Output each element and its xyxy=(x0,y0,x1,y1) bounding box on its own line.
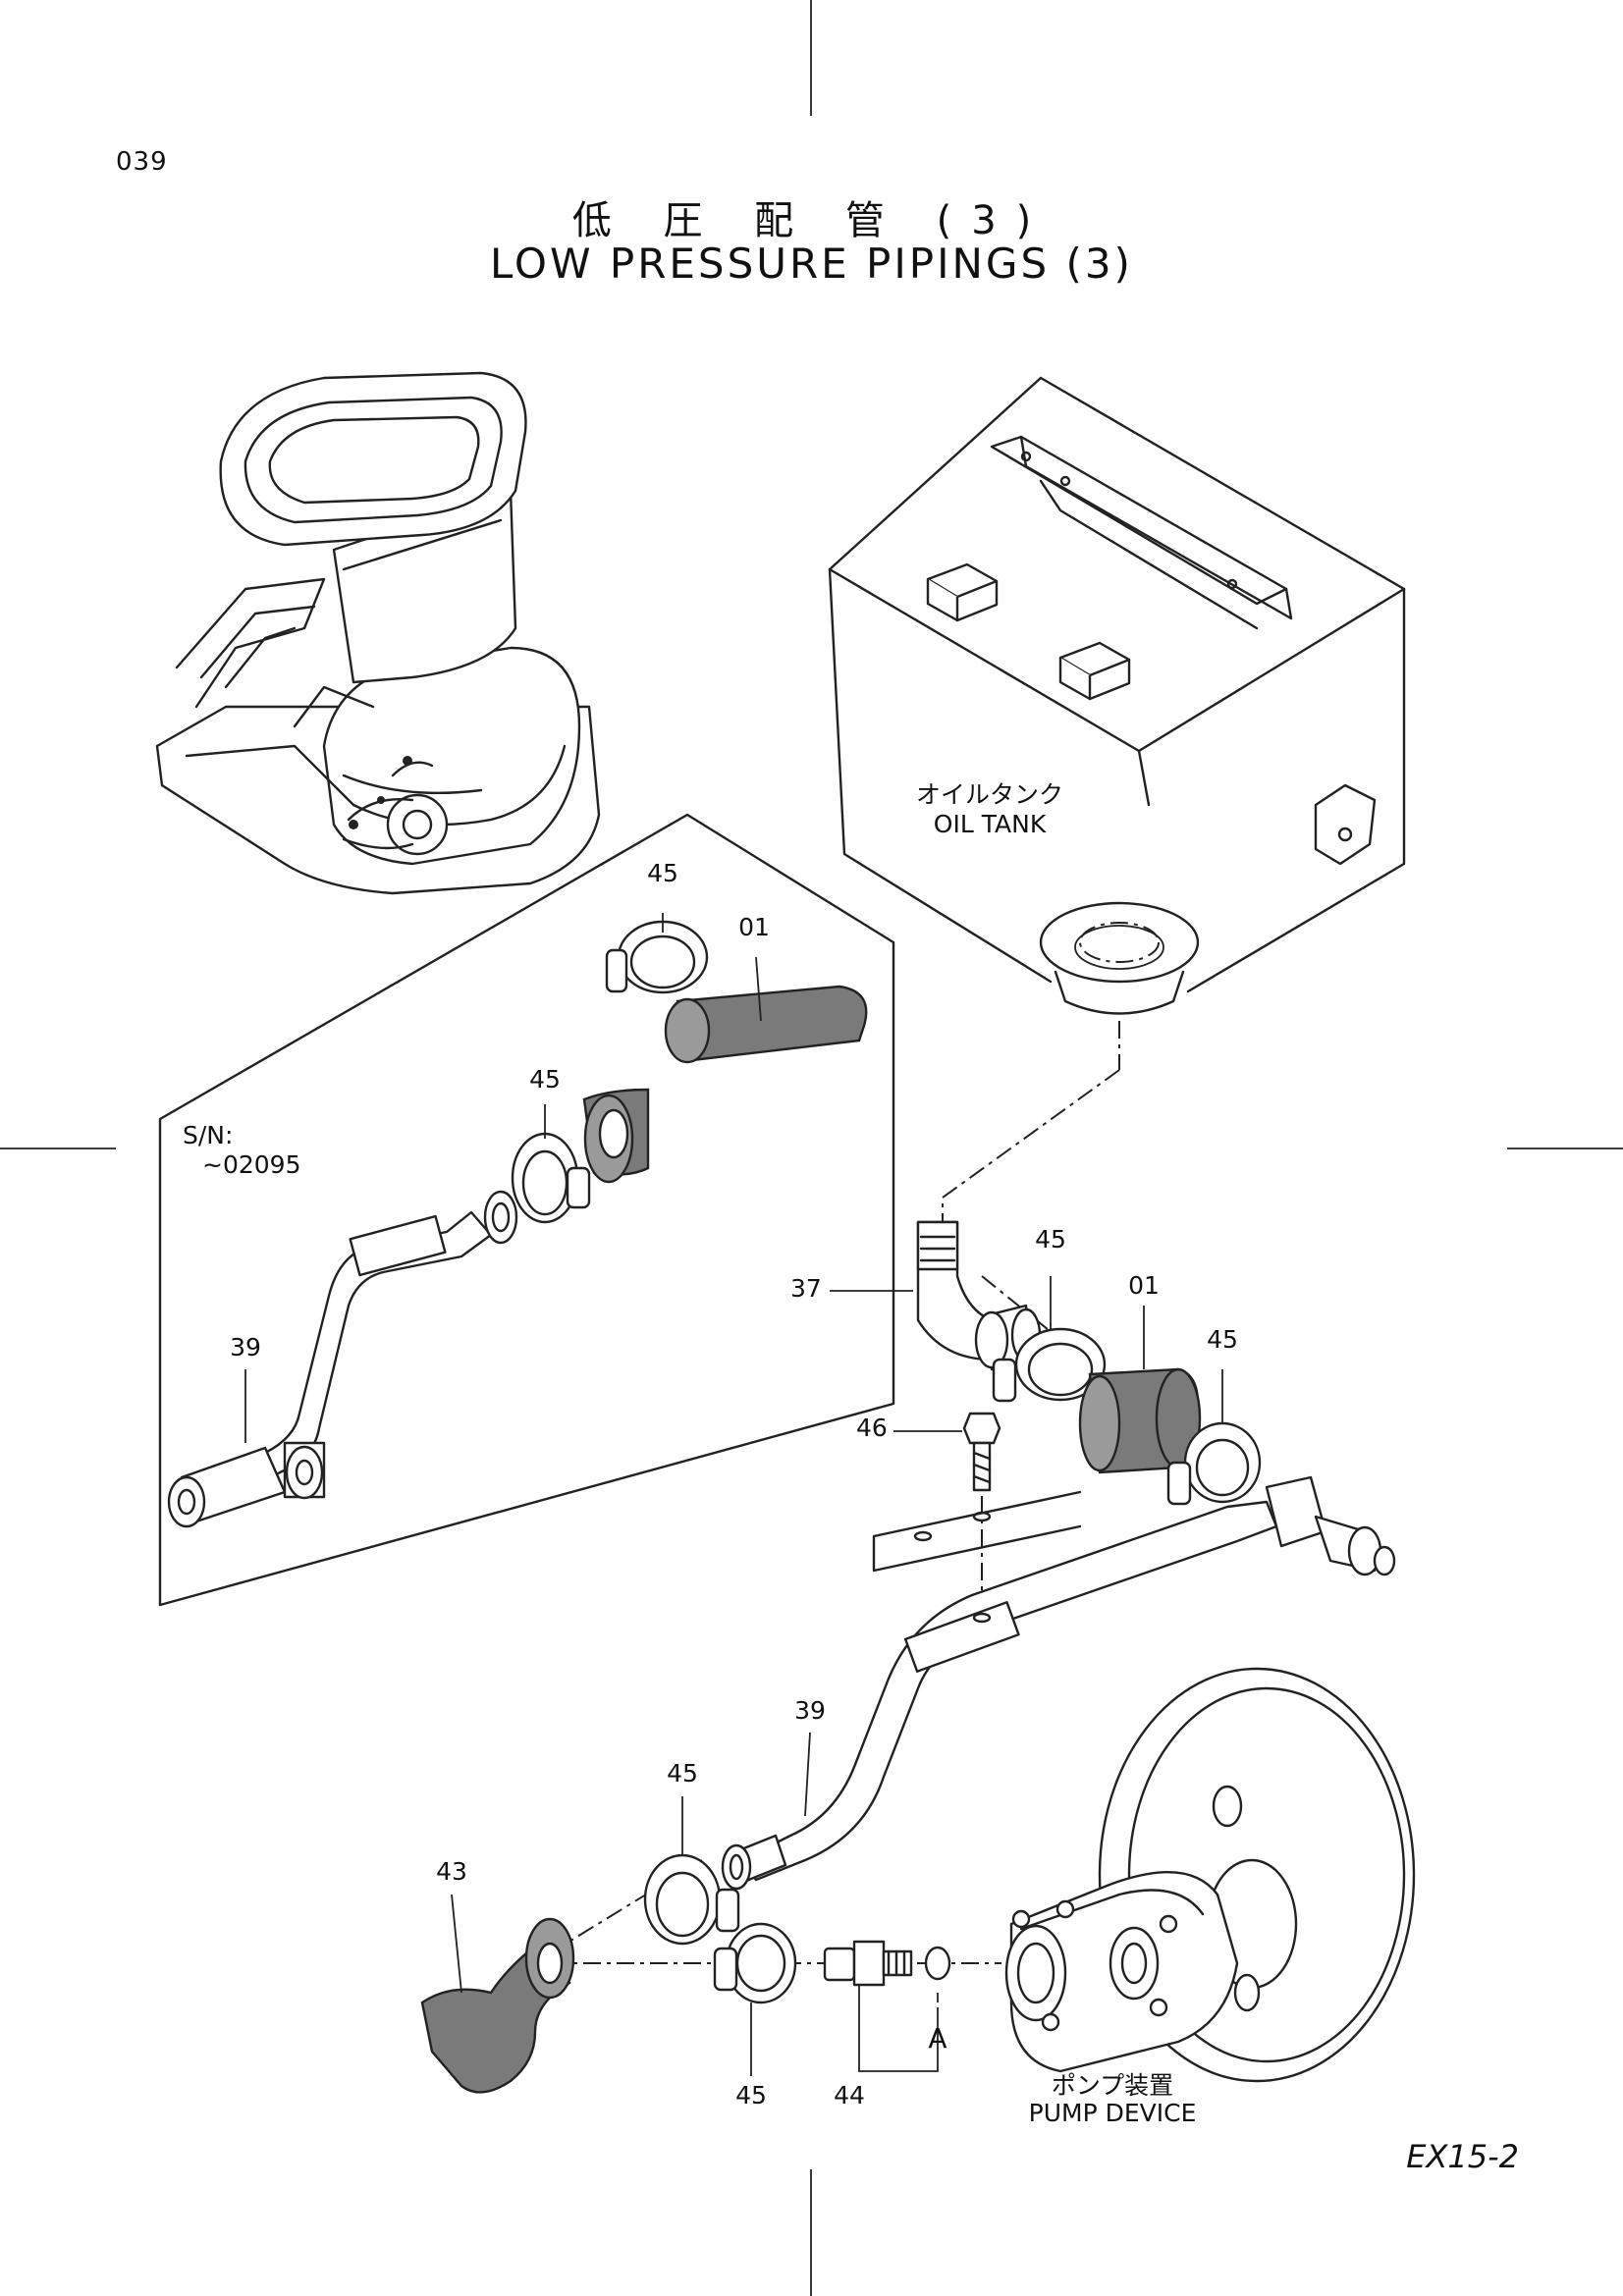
callout-clamp-right: 45 xyxy=(1207,1325,1238,1354)
callout-clamp-lower: 45 xyxy=(667,1759,698,1788)
serial-range-value: ~02095 xyxy=(202,1150,301,1179)
main-assembly xyxy=(420,1220,1416,2094)
callout-elbow-hose: 43 xyxy=(436,1857,467,1886)
callout-elbow: 37 xyxy=(790,1274,822,1303)
pump-device-label-en: PUMP DEVICE xyxy=(1028,2099,1197,2127)
serial-range-inset xyxy=(158,813,895,1607)
serial-range-prefix: S/N: xyxy=(183,1121,234,1149)
document-code: EX15-2 xyxy=(1406,2138,1519,2175)
callout-inset-hose: 01 xyxy=(738,913,770,941)
oil-tank-label-jp: オイルタンク xyxy=(915,780,1064,809)
view-marker-a: A xyxy=(928,2022,947,2055)
machine-overview-figure xyxy=(155,371,601,895)
callout-hose-main: 01 xyxy=(1128,1271,1160,1300)
oil-tank-label-en: OIL TANK xyxy=(933,810,1047,838)
callout-bolt: 46 xyxy=(856,1414,888,1442)
title-japanese: 低 圧 配 管 (3) xyxy=(571,198,1052,243)
oil-tank-figure xyxy=(828,376,1406,1070)
callout-clamp-upper: 45 xyxy=(1035,1225,1066,1254)
callout-inset-clamp-top: 45 xyxy=(647,859,678,887)
page-number: 039 xyxy=(116,147,168,177)
callout-inset-clamp-mid: 45 xyxy=(529,1065,561,1094)
callout-clamp-bottom: 45 xyxy=(735,2081,767,2109)
callout-adapter: 44 xyxy=(834,2081,865,2109)
title-english: LOW PRESSURE PIPINGS (3) xyxy=(490,240,1133,288)
callout-inset-pipe: 39 xyxy=(230,1333,261,1362)
callout-pipe-main: 39 xyxy=(794,1696,826,1725)
pump-device-label-jp: ポンプ装置 xyxy=(1051,2071,1174,2100)
